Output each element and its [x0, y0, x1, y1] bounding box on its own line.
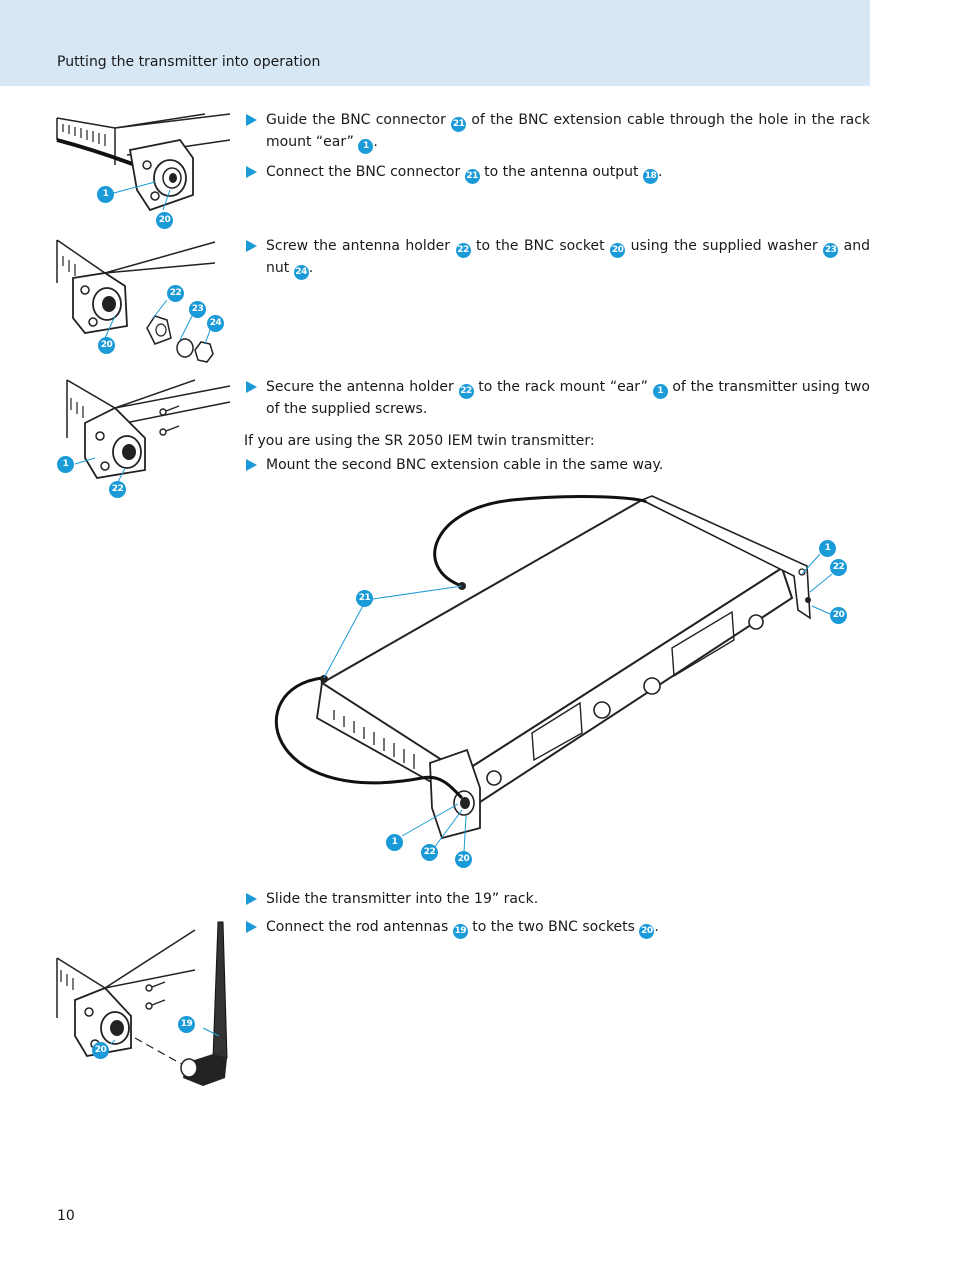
step-text: of the BNC extension cable through the h… [266, 112, 870, 150]
callout-22: 22 [421, 844, 438, 861]
callout-22: 22 [830, 559, 847, 576]
step-connect-antennas: Connect the rod antennas 19 to the two B… [244, 917, 870, 939]
step-text: to the antenna output [479, 164, 643, 180]
badge-20: 20 [639, 924, 655, 939]
callout-22: 22 [167, 285, 184, 302]
figure-bnc-through-ear: 1 20 [55, 110, 235, 235]
badge-23: 23 [823, 243, 839, 258]
step-text: Guide the BNC connector [266, 112, 452, 128]
callout-21: 21 [356, 590, 373, 607]
callout-24: 24 [207, 315, 224, 332]
step-secure-holder: Secure the antenna holder 22 to the rack… [244, 377, 870, 419]
callout-1: 1 [57, 456, 74, 473]
figure-twin-transmitter: 21 1 22 20 1 22 20 [262, 488, 862, 873]
callout-23: 23 [189, 301, 206, 318]
step-text: Mount the second BNC extension cable in … [266, 457, 664, 473]
section-title: Putting the transmitter into operation [57, 54, 321, 70]
bullet-arrow-icon [246, 893, 257, 905]
header-band [0, 0, 870, 86]
page-number: 10 [57, 1208, 75, 1224]
badge-1: 1 [652, 384, 668, 399]
badge-24: 24 [293, 265, 309, 280]
step-text: and nut [266, 238, 871, 276]
rack-ear-illustration-4 [56, 921, 228, 1086]
callout-20: 20 [156, 212, 173, 229]
steps-group-4: Slide the transmitter into the 19” rack.… [244, 889, 870, 939]
rack-ear-illustration-3 [66, 379, 231, 485]
bullet-arrow-icon [246, 166, 257, 178]
rack-ear-illustration-1 [56, 113, 231, 212]
step-screw-holder: Screw the antenna holder 22 to the BNC s… [244, 236, 870, 280]
step-text: Connect the rod antennas [266, 919, 453, 935]
step-text: . [654, 919, 659, 935]
badge-20: 20 [610, 243, 626, 258]
step-text: Slide the transmitter into the 19” rack. [266, 891, 539, 907]
step-slide-into-rack: Slide the transmitter into the 19” rack. [244, 889, 870, 909]
step-text: to the rack mount “ear” [473, 379, 653, 395]
callout-1: 1 [386, 834, 403, 851]
callout-20: 20 [98, 337, 115, 354]
callout-20: 20 [830, 607, 847, 624]
twin-intro: If you are using the SR 2050 IEM twin tr… [244, 433, 595, 449]
bullet-arrow-icon [246, 459, 257, 471]
callout-1: 1 [97, 186, 114, 203]
badge-21: 21 [464, 169, 480, 184]
callout-1: 1 [819, 540, 836, 557]
steps-group-3: Secure the antenna holder 22 to the rack… [244, 377, 870, 475]
step-text: . [373, 134, 378, 150]
callout-22: 22 [109, 481, 126, 498]
badge-22: 22 [458, 384, 474, 399]
callout-20: 20 [92, 1042, 109, 1059]
callout-20: 20 [455, 851, 472, 868]
figure-antenna-holder-washer-nut: 22 23 24 20 [55, 238, 235, 363]
steps-group-2: Screw the antenna holder 22 to the BNC s… [244, 236, 870, 280]
step-text: . [658, 164, 663, 180]
step-text: Connect the BNC connector [266, 164, 465, 180]
step-text: to the two BNC sockets [467, 919, 640, 935]
bullet-arrow-icon [246, 381, 257, 393]
badge-22: 22 [455, 243, 471, 258]
badge-1: 1 [358, 139, 374, 154]
callout-19: 19 [178, 1016, 195, 1033]
step-text: . [308, 260, 314, 276]
step-text: Screw the antenna holder [266, 238, 456, 254]
bullet-arrow-icon [246, 114, 257, 126]
step-text: to the BNC socket [470, 238, 611, 254]
badge-18: 18 [643, 169, 658, 184]
steps-group-1: Guide the BNC connector 21 of the BNC ex… [244, 110, 870, 184]
step-guide-bnc: Guide the BNC connector 21 of the BNC ex… [244, 110, 870, 154]
transmitter-illustration [274, 495, 833, 853]
figure-secure-holder: 1 22 [55, 378, 235, 503]
rack-ear-illustration-2 [56, 239, 216, 363]
step-text: Secure the antenna holder [266, 379, 459, 395]
bullet-arrow-icon [246, 921, 257, 933]
step-second-cable: Mount the second BNC extension cable in … [244, 455, 870, 475]
bullet-arrow-icon [246, 240, 257, 252]
badge-21: 21 [451, 117, 467, 132]
badge-19: 19 [452, 924, 468, 939]
figure-rod-antenna: 19 20 [55, 918, 235, 1090]
step-text: using the supplied washer [625, 238, 824, 254]
step-connect-bnc: Connect the BNC connector 21 to the ante… [244, 162, 870, 184]
step-text: of the transmitter using two of the supp… [266, 379, 870, 417]
